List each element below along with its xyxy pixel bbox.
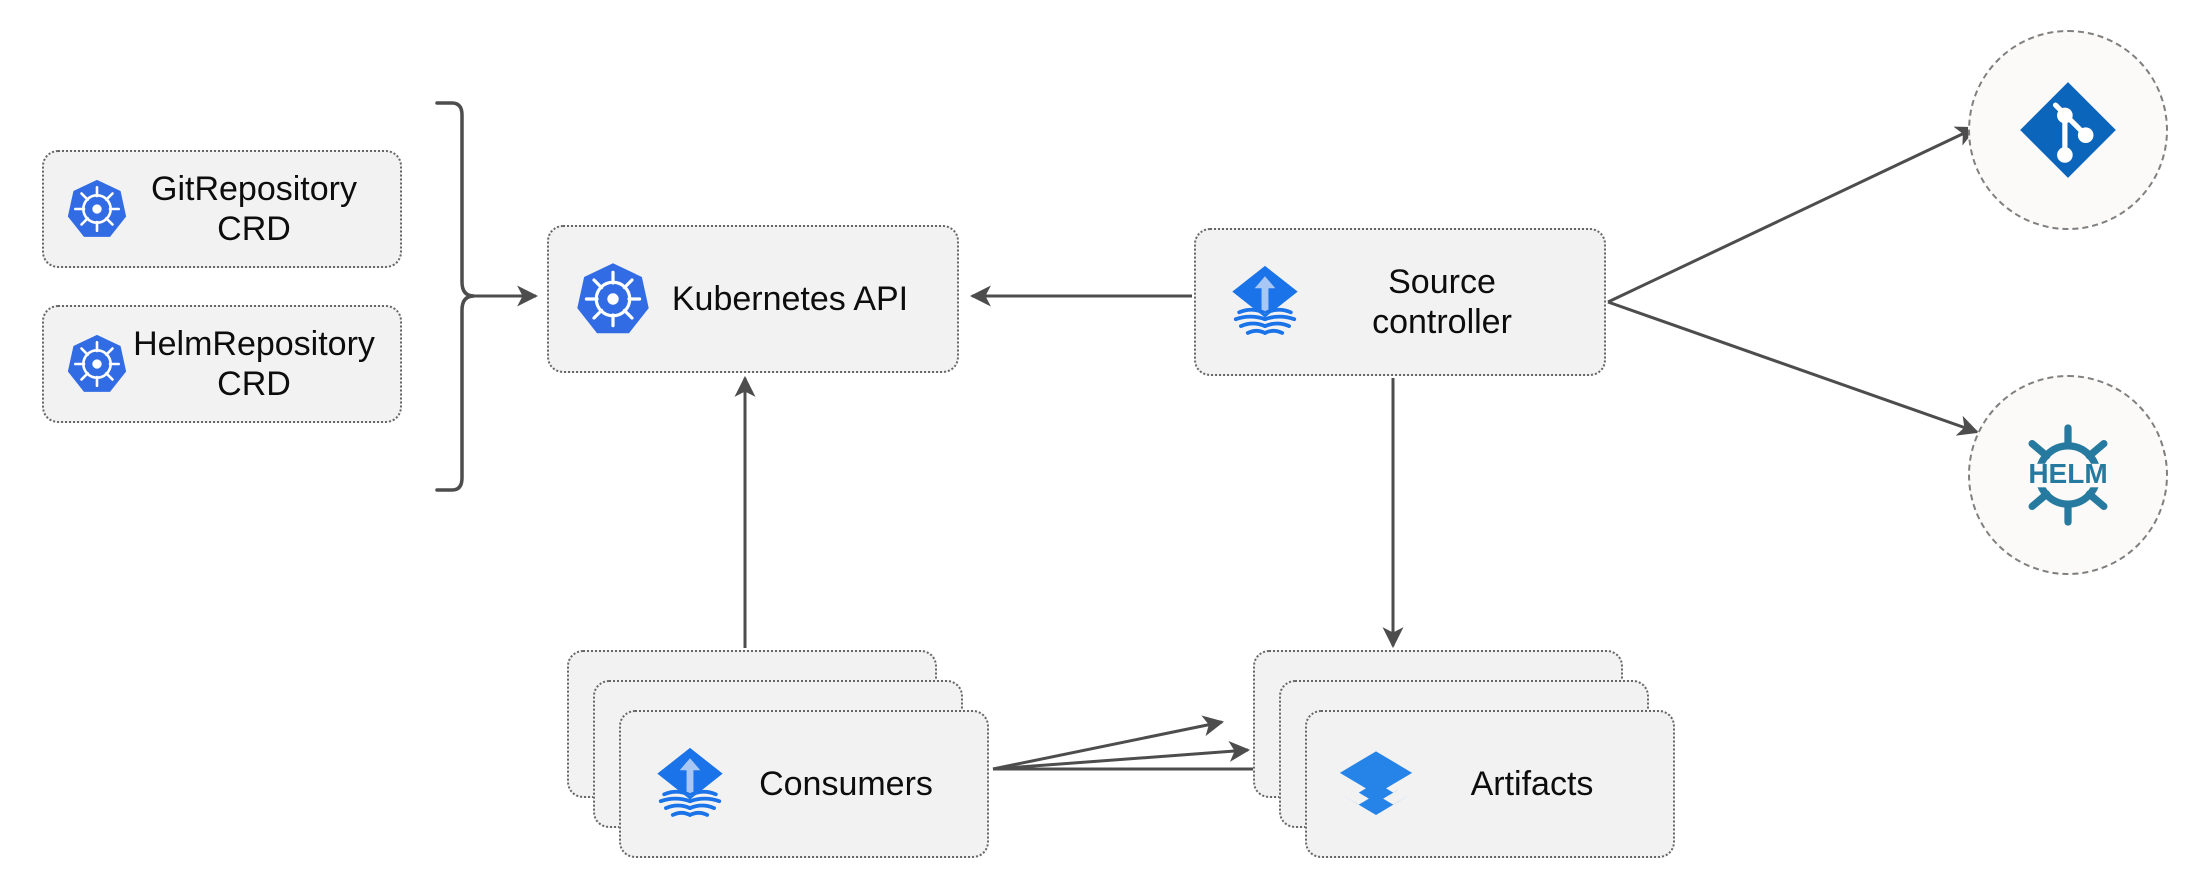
node-kubernetes-api[interactable]: Kubernetes API [547,225,959,373]
edge-consumers-to-artifacts-middle [992,740,1251,771]
node-consumers[interactable]: Consumers [619,710,989,858]
kubernetes-icon [575,261,651,337]
flux-icon [1222,259,1308,345]
node-artifacts[interactable]: Artifacts [1305,710,1675,858]
node-label: Kubernetes API [671,279,909,318]
edge-consumers-to-artifacts-top [992,715,1225,771]
artifact-layers-icon [1333,741,1419,827]
edge-source-controller-to-git [1607,126,1977,304]
edge-source-controller-to-helm [1607,300,1979,436]
crd-group-brace [435,101,475,492]
git-icon [2016,78,2120,182]
helm-icon: HELM [2012,419,2124,531]
helm-wordmark: HELM [2028,458,2107,489]
node-label: GitRepository CRD [151,169,357,248]
node-label: Artifacts [1470,764,1594,803]
node-label: HelmRepository CRD [133,324,375,403]
kubernetes-icon [66,333,128,395]
node-gitrepository-crd[interactable]: GitRepository CRD [42,150,402,268]
node-label: Consumers [759,764,933,803]
node-label: Source controller [1372,262,1512,341]
node-helmrepository-crd[interactable]: HelmRepository CRD [42,305,402,423]
node-source-controller[interactable]: Source controller [1194,228,1606,376]
node-git-target[interactable] [1968,30,2168,230]
kubernetes-icon [66,178,128,240]
flux-icon [647,741,733,827]
node-helm-target[interactable]: HELM [1968,375,2168,575]
